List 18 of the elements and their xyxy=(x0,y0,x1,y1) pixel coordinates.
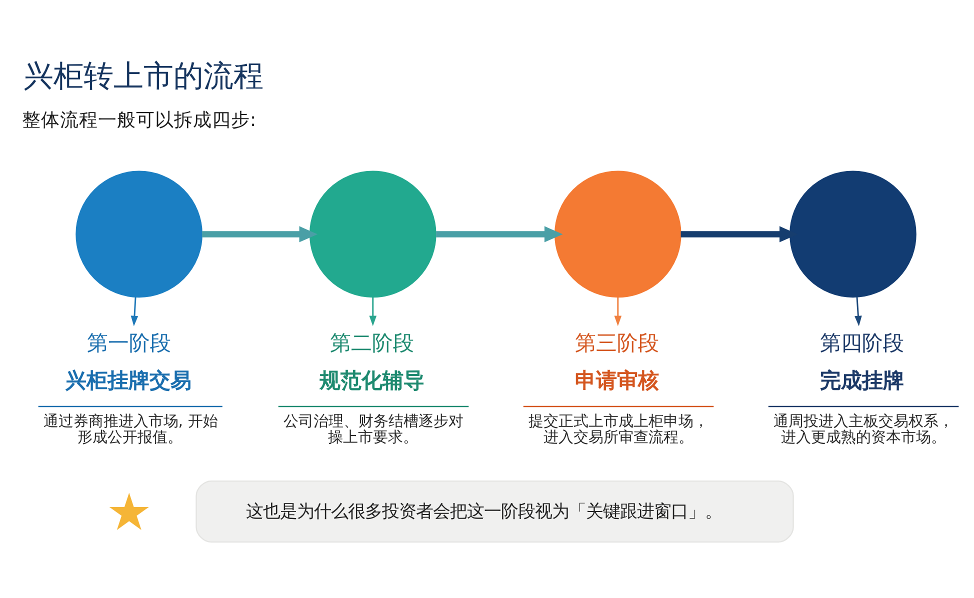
node-text: 第一阶段 兴柜挂牌交易 通过券商推进入市场, 开始形成公开报值。 xyxy=(43,329,218,446)
node-circle xyxy=(76,170,202,298)
label: 整体流程一般可以拆成四步: xyxy=(22,110,256,130)
node-star xyxy=(109,492,149,530)
diagram-title: 兴柜转上市的流程 xyxy=(23,58,264,94)
arrow xyxy=(202,226,318,242)
node-circle xyxy=(554,170,682,298)
arrow xyxy=(854,296,862,326)
node-box: 这也是为什么很多投资者会把这一阶段视为「关键跟进窗口」。 xyxy=(196,480,794,542)
arrow xyxy=(436,226,563,242)
arrow xyxy=(614,296,622,326)
node-text: 第二阶段 规范化辅导 公司治理、财务结槽逐步对操上市要求。 xyxy=(283,329,464,446)
node-text: 第四阶段 完成挂牌 通周投进入主板交易权系，进入更成熟的资本市场。 xyxy=(773,329,954,446)
node-circle xyxy=(790,170,916,298)
arrow xyxy=(130,296,138,326)
arrow xyxy=(369,296,377,326)
node-text: 第三阶段 申请审核 提交正式上市成上柜申场，进入交易所审查流程。 xyxy=(528,329,708,446)
node-circle xyxy=(309,170,436,298)
